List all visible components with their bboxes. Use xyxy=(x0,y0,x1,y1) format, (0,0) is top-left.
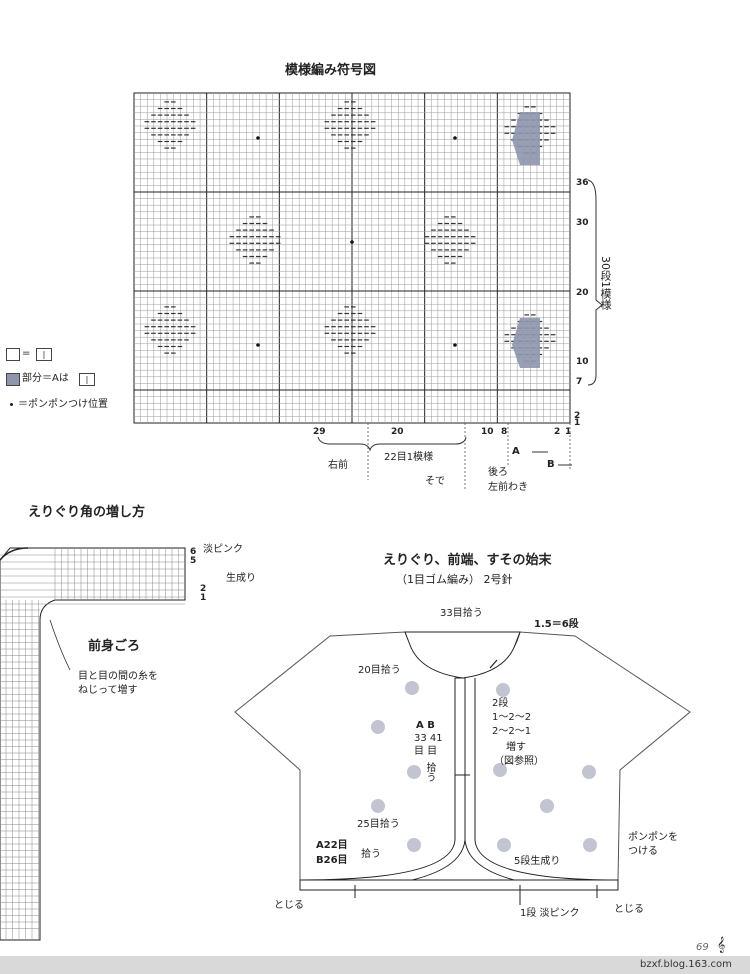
shaded-area xyxy=(512,112,540,165)
label-ab-unit: 目 目 xyxy=(414,746,438,757)
finish-title: えりぐり、前端、すその始末 xyxy=(383,553,552,568)
col-label-1: 1 xyxy=(565,427,572,437)
corner-note-2: ねじって増す xyxy=(78,685,138,696)
finish-subtitle: （1目ゴム編み） 2号針 xyxy=(396,573,513,586)
chart-title: 模様編み符号図 xyxy=(285,63,377,78)
corner-pink-label: 淡ピンク xyxy=(203,544,243,555)
legend-dot-text: ＝ポンポンつけ位置 xyxy=(18,399,108,410)
legend-shaded-text: 部分＝Aは xyxy=(22,373,69,384)
label-ab: A B xyxy=(416,720,435,731)
corner-body-label: 前身ごろ xyxy=(88,639,141,654)
corner-outline xyxy=(0,547,186,941)
row-span-label: 30段1模様 xyxy=(599,256,612,310)
pompom-circle xyxy=(493,763,507,777)
pompom-circle xyxy=(371,799,385,813)
corner-row-2: 2 xyxy=(200,584,207,594)
label-ab-nums: 33 41 xyxy=(414,733,443,744)
neck-arrow xyxy=(489,659,498,669)
label-seq-2: 2〜2〜1 xyxy=(492,726,532,737)
pompom-circle xyxy=(496,683,510,697)
pompom-dot xyxy=(350,240,354,244)
shaded-area xyxy=(512,318,540,368)
label-pick-short: 拾う xyxy=(361,849,381,860)
label-pick-33: 33目拾う xyxy=(440,608,483,619)
pompom-dot xyxy=(256,136,260,140)
label-natural-5: 5段生成り xyxy=(514,856,561,867)
legend-dot-icon xyxy=(10,403,13,406)
legend-blank-text: = xyxy=(22,348,31,359)
col-brace xyxy=(317,436,467,452)
legend-blank-swatch xyxy=(6,348,20,361)
label-pompom-2: つける xyxy=(628,846,658,857)
label-repeat: 22目1模様 xyxy=(384,452,434,463)
col-label-8: 8 xyxy=(501,427,508,437)
label-two-rows: 2段 xyxy=(492,698,509,709)
corner-note-1: 目と目の間の糸を xyxy=(78,671,158,682)
label-b26: B26目 xyxy=(316,855,348,866)
corner-curve xyxy=(0,547,29,561)
corner-title: えりぐり角の増し方 xyxy=(28,505,146,520)
corner-row-5: 5 xyxy=(190,556,197,566)
label-pick-25: 25目拾う xyxy=(357,819,400,830)
row-label-1: 1 xyxy=(574,418,581,428)
legend-knit-symbol: | xyxy=(36,348,52,361)
row-label-7: 7 xyxy=(576,377,583,387)
label-see-fig: （図参照） xyxy=(494,756,544,767)
col-label-10: 10 xyxy=(481,427,494,437)
label-a22: A22目 xyxy=(316,840,348,851)
label-pink-1: 1段 淡ピンク xyxy=(520,908,580,919)
pompom-dot xyxy=(256,343,260,347)
corner-natural-label: 生成り xyxy=(226,573,256,584)
col-label-2: 2 xyxy=(554,427,561,437)
label-pompom-1: ポンポンを xyxy=(628,832,678,843)
corner-leader xyxy=(49,619,71,671)
col-label-29: 29 xyxy=(313,427,326,437)
pompom-circle xyxy=(540,799,554,813)
label-pick-20: 20目拾う xyxy=(358,665,401,676)
row-label-36: 36 xyxy=(576,178,589,188)
pompom-circle xyxy=(407,765,421,779)
treble-clef-icon: 𝄞 xyxy=(717,937,726,953)
row-label-10: 10 xyxy=(576,357,589,367)
label-bind-left: とじる xyxy=(274,900,304,911)
pompom-circle xyxy=(405,681,419,695)
pompom-circle xyxy=(497,838,511,852)
label-bind-right: とじる xyxy=(614,904,644,915)
row-brace xyxy=(587,179,603,386)
label-increase: 増す xyxy=(506,742,526,753)
legend-shaded-swatch xyxy=(6,373,20,386)
corner-row-1: 1 xyxy=(200,593,207,603)
footer-url: bzxf.blog.163.com xyxy=(640,959,732,970)
label-seq-1: 1〜2〜2 xyxy=(492,712,532,723)
pompom-circle xyxy=(583,838,597,852)
page-number: 69 xyxy=(696,942,709,953)
col-label-20: 20 xyxy=(391,427,404,437)
pompom-circle xyxy=(582,765,596,779)
legend-shaded-symbol: | xyxy=(79,373,95,386)
footer-bar xyxy=(0,956,750,974)
pompom-circle xyxy=(407,838,421,852)
label-pick-vertical: 拾う xyxy=(424,762,435,782)
label-a: A xyxy=(512,446,520,457)
label-b: B xyxy=(547,459,555,470)
label-sleeve: そで xyxy=(425,476,445,487)
pompom-dot xyxy=(453,343,457,347)
row-label-30: 30 xyxy=(576,218,589,228)
pompom-dot xyxy=(453,136,457,140)
row-label-2: 2 xyxy=(574,411,581,421)
label-left-front-side: 左前わき xyxy=(488,482,528,493)
hem-band xyxy=(299,879,619,891)
label-right-front: 右前 xyxy=(328,460,348,471)
label-rows-15: 1.5＝6段 xyxy=(534,619,579,630)
corner-row-6: 6 xyxy=(190,547,197,557)
label-back: 後ろ xyxy=(488,467,508,478)
pompom-circle xyxy=(371,720,385,734)
row-label-20: 20 xyxy=(576,288,589,298)
